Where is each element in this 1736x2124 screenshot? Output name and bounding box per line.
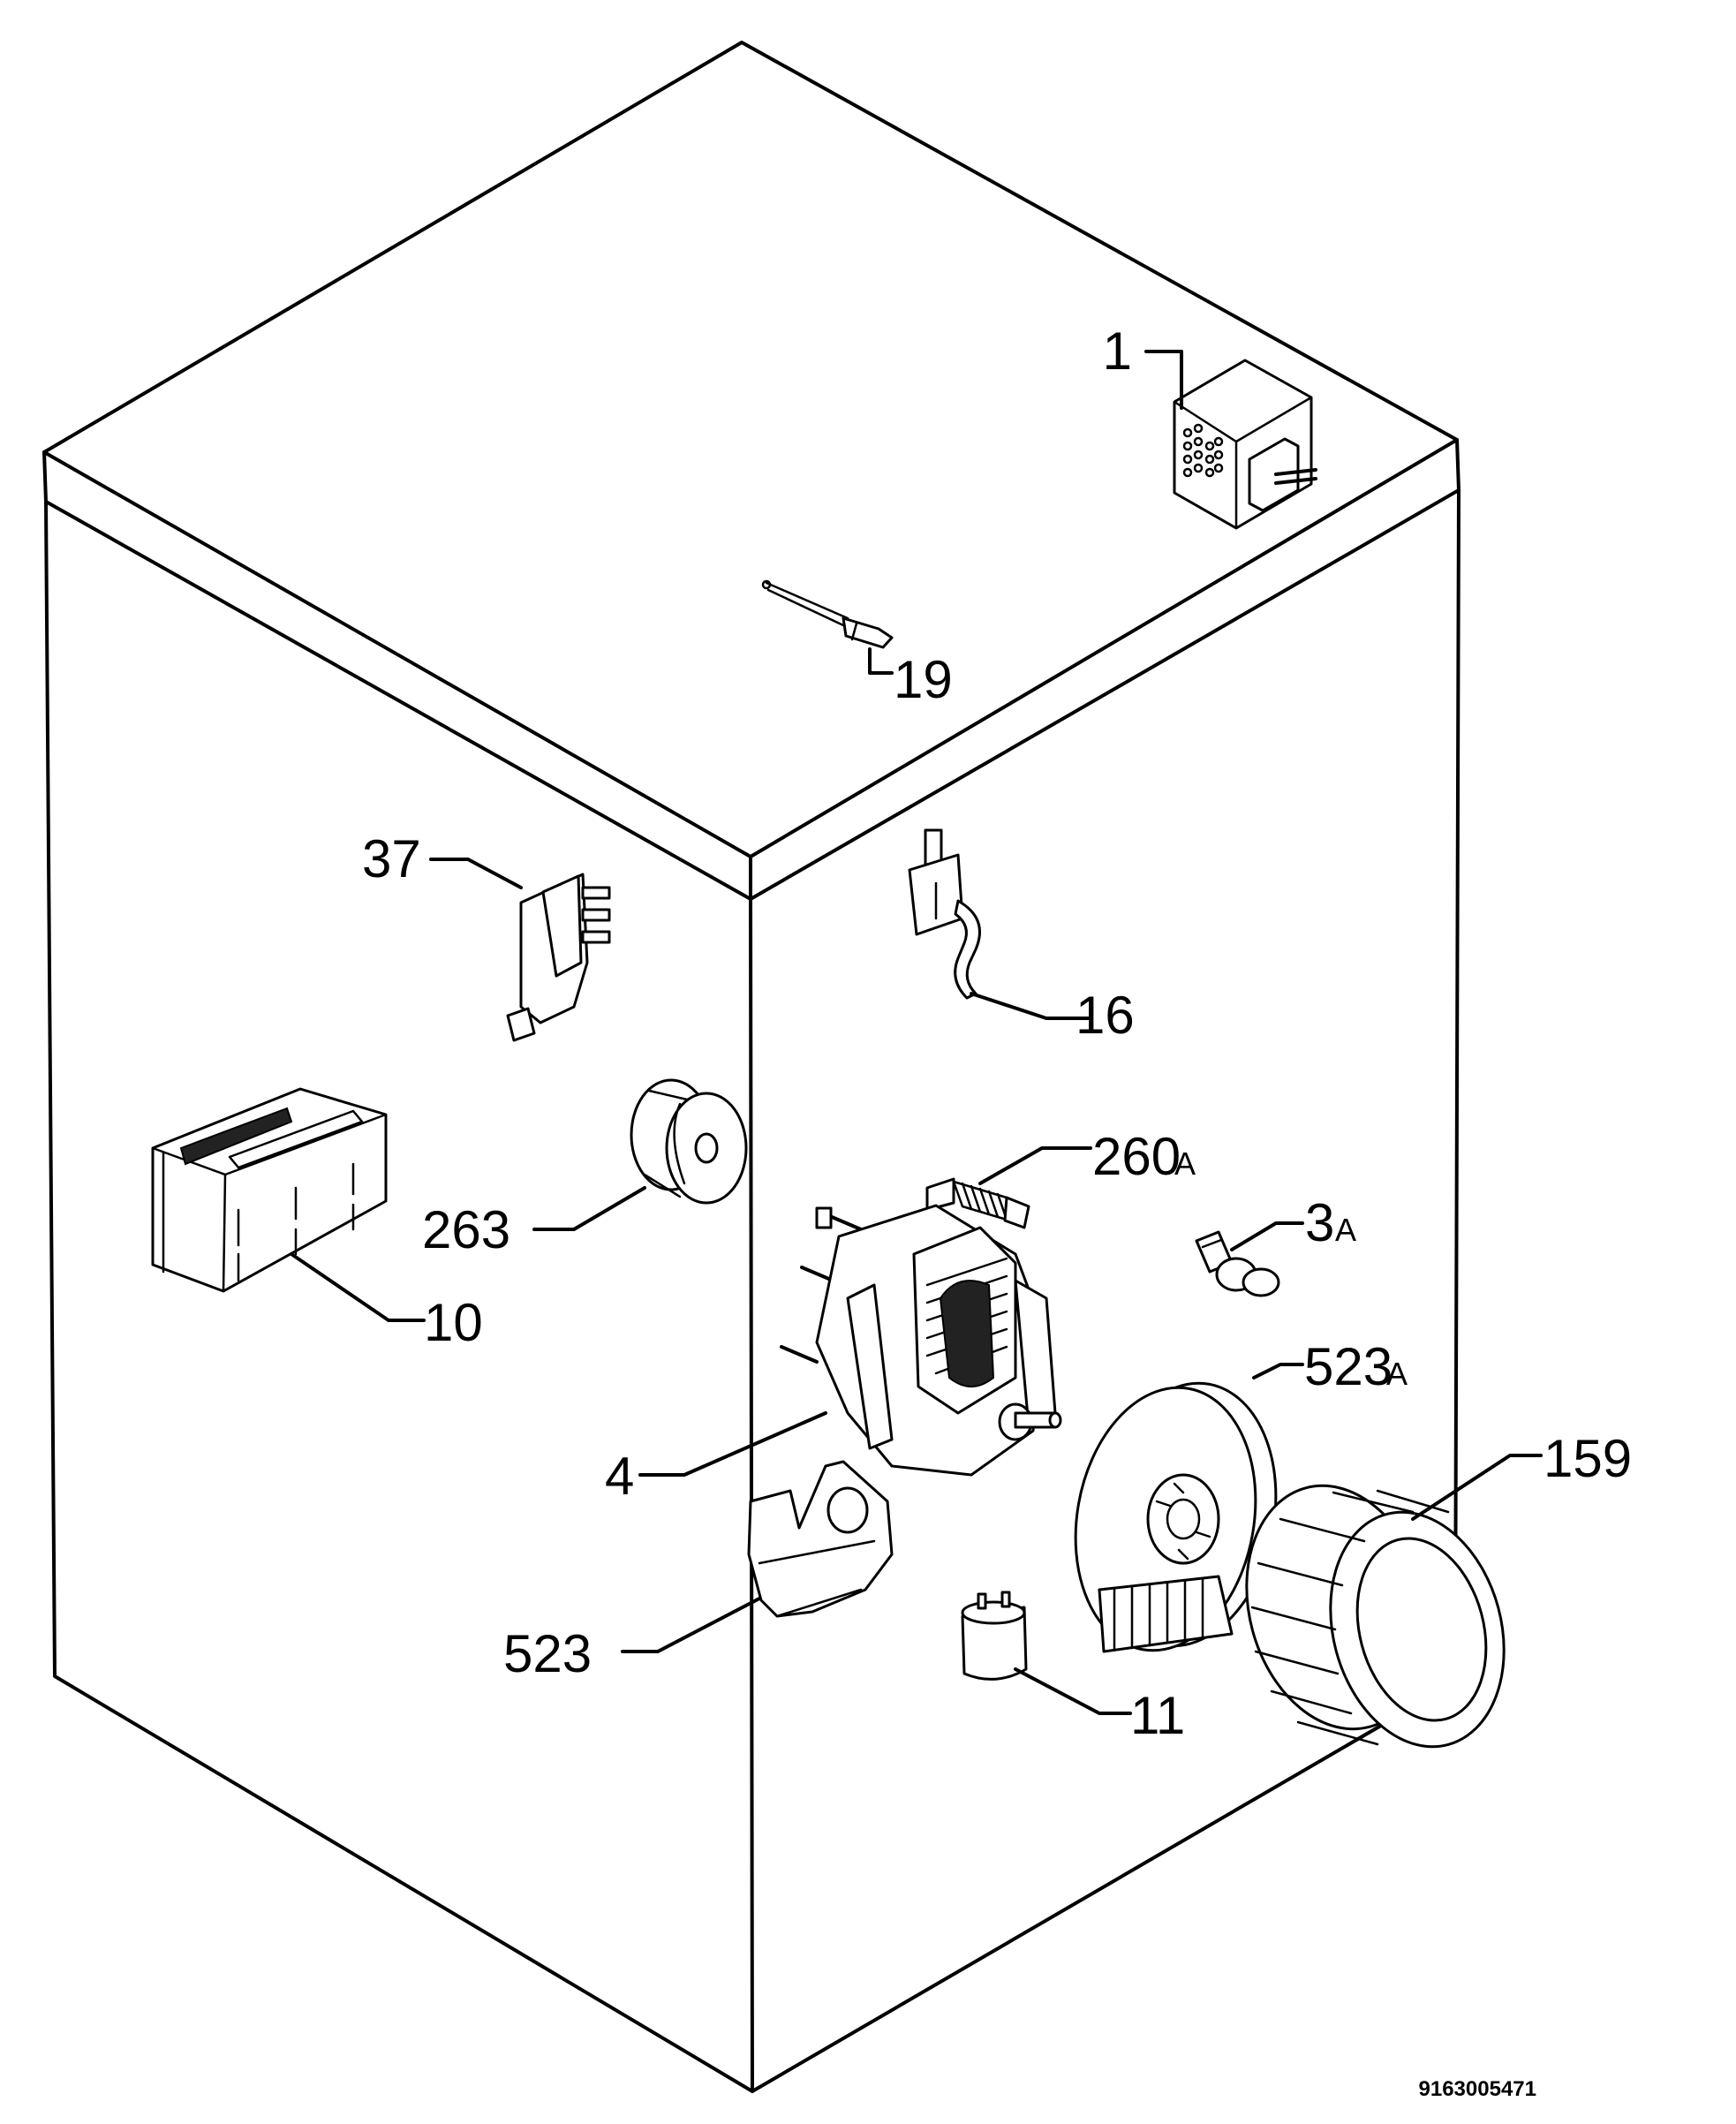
document-number: 9163005471 <box>1419 2077 1536 2101</box>
leader-4 <box>638 1411 827 1477</box>
leader-19 <box>868 647 894 675</box>
label-263: 263 <box>422 1200 510 1259</box>
leader-159 <box>1411 1454 1543 1521</box>
label-37: 37 <box>362 829 421 888</box>
label-3a: 3 <box>1305 1193 1334 1252</box>
cabinet-outline <box>42 41 1461 2093</box>
label-523: 523 <box>503 1624 592 1683</box>
label-523a-suffix: A <box>1386 1356 1408 1392</box>
label-159: 159 <box>1544 1429 1632 1488</box>
part-16-microswitch <box>908 828 981 1000</box>
part-260a-spring <box>925 1177 1030 1229</box>
part-159-fan-wheel <box>1245 1484 1506 1749</box>
part-263-pulley <box>630 1078 748 1205</box>
leader-11 <box>1014 1667 1132 1715</box>
part-1-programme-switch <box>1173 359 1317 530</box>
leader-3a <box>1230 1221 1304 1251</box>
label-260a: 260 <box>1092 1127 1181 1186</box>
label-1: 1 <box>1103 321 1132 381</box>
leader-263 <box>532 1186 646 1231</box>
leader-523a <box>1252 1363 1304 1379</box>
leader-1 <box>1144 350 1183 410</box>
leader-16 <box>970 992 1090 1020</box>
part-523-bracket <box>747 1460 894 1618</box>
label-11: 11 <box>1130 1686 1185 1745</box>
label-260a-suffix: A <box>1174 1145 1196 1182</box>
label-16: 16 <box>1076 986 1135 1045</box>
leader-10 <box>290 1252 426 1322</box>
label-10: 10 <box>424 1293 483 1352</box>
part-4-motor <box>780 1204 1062 1477</box>
leader-260a <box>978 1146 1092 1185</box>
part-19-sensor <box>761 579 894 649</box>
part-37-interlock <box>506 873 611 1042</box>
leader-523 <box>621 1597 761 1653</box>
label-19: 19 <box>894 650 953 709</box>
part-3a-thermostat <box>1195 1230 1280 1297</box>
label-4: 4 <box>605 1447 634 1506</box>
label-523a: 523 <box>1304 1337 1393 1396</box>
part-10-filter-box <box>151 1087 388 1293</box>
part-11-capacitor <box>961 1591 1028 1681</box>
leader-37 <box>429 858 523 889</box>
label-3a-suffix: A <box>1335 1212 1356 1248</box>
part-523a-fan-plate <box>1074 1381 1278 1653</box>
